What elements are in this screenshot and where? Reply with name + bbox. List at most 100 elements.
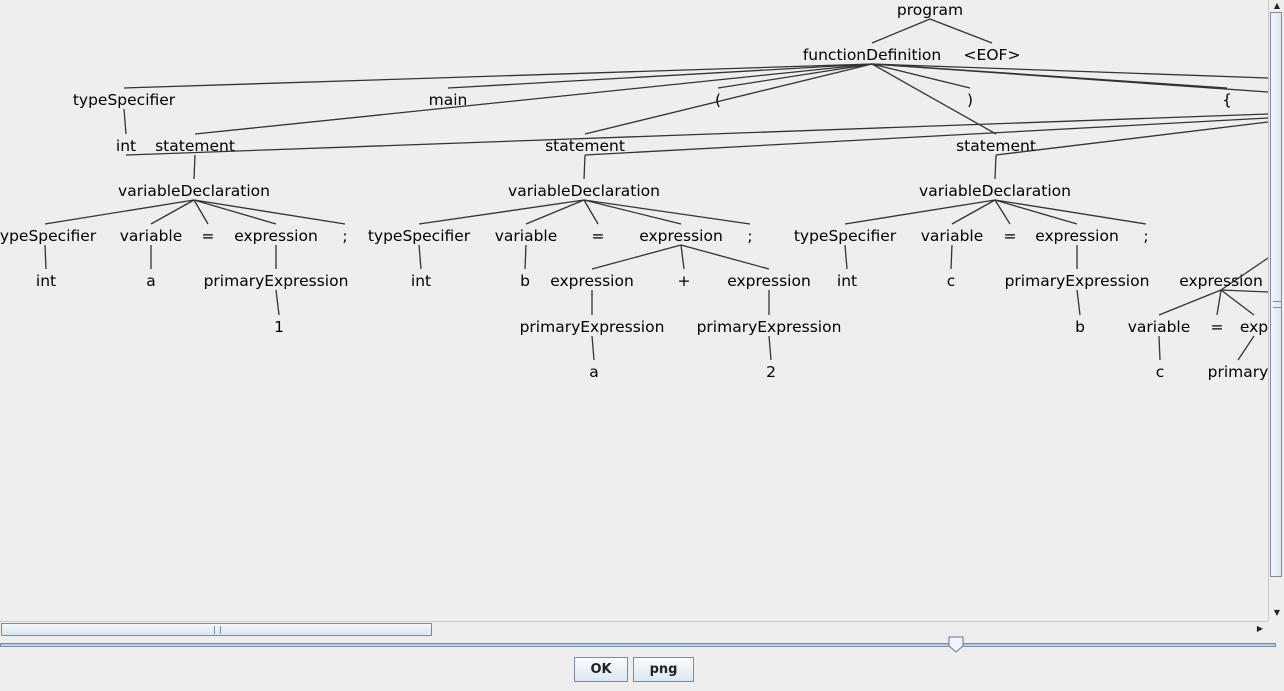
tree-edge xyxy=(583,199,599,225)
tree-edge xyxy=(583,154,586,180)
tree-edge xyxy=(525,199,585,225)
tree-edge xyxy=(584,63,873,135)
tree-node: expression xyxy=(1179,272,1263,290)
tree-edge xyxy=(193,199,346,225)
tree-edge xyxy=(1220,257,1268,291)
grip-icon xyxy=(1273,301,1281,308)
tree-node: = xyxy=(1004,227,1017,245)
tree-edge xyxy=(994,199,1147,225)
tree-edge xyxy=(871,63,971,89)
parse-tree: programfunctionDefinition<EOF>typeSpecif… xyxy=(0,1,1268,381)
tree-node: expression xyxy=(550,272,634,290)
tree-edge xyxy=(1158,289,1222,316)
tree-node: variable xyxy=(1128,318,1191,336)
tree-edge xyxy=(584,117,1268,156)
tree-edge xyxy=(871,18,931,44)
tree-node: int xyxy=(411,272,431,290)
tree-edge xyxy=(44,199,195,225)
horizontal-scroll-thumb[interactable] xyxy=(1,623,432,636)
tree-node: variableDeclaration xyxy=(508,182,660,200)
tree-edge xyxy=(44,244,47,270)
tree-node: primaryExpression xyxy=(520,318,665,336)
tree-node: ; xyxy=(1143,227,1148,245)
tree-node: ; xyxy=(747,227,752,245)
tree-node: statement xyxy=(545,137,625,155)
tree-edge xyxy=(1216,289,1222,316)
tree-edge xyxy=(871,63,1268,79)
tree-node: exp xyxy=(1240,318,1268,336)
scrollbar-corner xyxy=(1268,621,1284,637)
tree-edge xyxy=(871,63,1268,93)
vertical-scrollbar[interactable]: ▲ ▼ xyxy=(1268,0,1284,621)
tree-node: functionDefinition xyxy=(803,46,941,64)
tree-node: = xyxy=(202,227,215,245)
tree-node: statement xyxy=(956,137,1036,155)
tree-node: statement xyxy=(155,137,235,155)
tree-edge xyxy=(275,289,280,316)
tree-node: variableDeclaration xyxy=(919,182,1071,200)
tree-node: int xyxy=(837,272,857,290)
tree-node: int xyxy=(116,137,136,155)
tree-node: variable xyxy=(921,227,984,245)
ok-button[interactable]: OK xyxy=(574,657,628,682)
tree-edge xyxy=(583,199,682,225)
tree-node: c xyxy=(1156,363,1165,381)
tree-edge xyxy=(680,244,685,270)
tree-edge xyxy=(591,244,682,270)
tree-node: expression xyxy=(639,227,723,245)
tree-node: a xyxy=(146,272,156,290)
tree-edge xyxy=(447,63,873,89)
tree-edge xyxy=(1076,289,1081,316)
tree-edge xyxy=(150,199,195,225)
tree-edge xyxy=(994,199,1078,225)
tree-edge xyxy=(1220,289,1255,316)
tree-node: = xyxy=(592,227,605,245)
tree-edge xyxy=(680,244,770,270)
tree-edge xyxy=(524,244,527,270)
tree-edge xyxy=(994,199,1011,225)
tree-edge xyxy=(950,244,953,270)
tree-node: ) xyxy=(967,91,973,109)
tree-node: expression xyxy=(727,272,811,290)
horizontal-scrollbar[interactable]: ▶ xyxy=(0,621,1268,637)
tree-edge xyxy=(418,244,422,270)
scroll-right-arrow-icon[interactable]: ▶ xyxy=(1256,624,1264,633)
grip-icon xyxy=(214,626,221,634)
tree-node: b xyxy=(1075,318,1085,336)
tree-node: a xyxy=(589,363,599,381)
tree-node: ; xyxy=(342,227,347,245)
tree-node: ( xyxy=(715,91,721,109)
tree-node: typeSpecifier xyxy=(0,227,97,245)
tree-edge xyxy=(125,113,1268,156)
tree-edge xyxy=(1220,289,1268,293)
tree-edge xyxy=(844,244,848,270)
tree-node: int xyxy=(36,272,56,290)
zoom-slider-thumb[interactable] xyxy=(948,636,964,653)
tree-node: typeSpecifier xyxy=(794,227,897,245)
tree-edge xyxy=(123,63,873,89)
tree-node: primaryExpression xyxy=(204,272,349,290)
tree-edge xyxy=(194,63,873,135)
tree-edge xyxy=(193,199,209,225)
tree-node: typeSpecifier xyxy=(73,91,176,109)
tree-edge xyxy=(768,335,772,361)
tree-edge xyxy=(1158,335,1161,361)
tree-node: primaryExpression xyxy=(697,318,842,336)
tree-node: c xyxy=(947,272,956,290)
tree-edge xyxy=(418,199,585,225)
tree-edge xyxy=(193,154,196,180)
tree-node: expression xyxy=(234,227,318,245)
zoom-slider[interactable] xyxy=(0,643,1276,647)
tree-node: typeSpecifier xyxy=(368,227,471,245)
tree-node: program xyxy=(897,1,963,19)
tree-edge xyxy=(871,63,997,135)
vertical-scroll-thumb[interactable] xyxy=(1270,12,1282,577)
tree-edge xyxy=(583,199,751,225)
scroll-down-arrow-icon[interactable]: ▼ xyxy=(1273,608,1281,617)
tree-node: variableDeclaration xyxy=(118,182,270,200)
png-button[interactable]: png xyxy=(633,657,694,682)
tree-node: = xyxy=(1211,318,1224,336)
scroll-up-arrow-icon[interactable]: ▲ xyxy=(1273,1,1281,10)
tree-edge xyxy=(591,335,595,361)
